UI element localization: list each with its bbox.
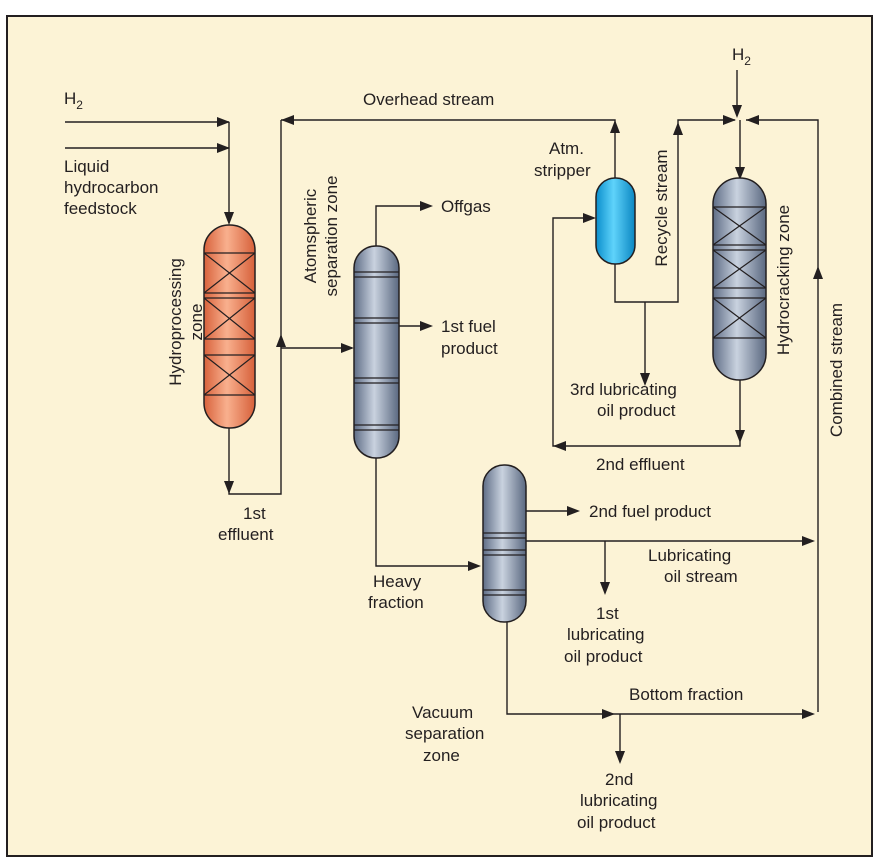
svg-text:Vacuum: Vacuum (412, 703, 473, 722)
svg-text:1st: 1st (243, 504, 266, 523)
diagram-background (6, 15, 873, 857)
second-fuel-product-label: 2nd fuel product (589, 502, 711, 521)
svg-text:lubricating: lubricating (580, 791, 658, 810)
first-fuel-product-label: 1st fuel product (441, 317, 498, 358)
hydroprocessing-reactor (203, 224, 256, 429)
combined-stream-label: Combined stream (827, 303, 846, 437)
svg-text:lubricating: lubricating (567, 625, 645, 644)
svg-text:product: product (441, 339, 498, 358)
hydrocracking-reactor (712, 177, 767, 381)
svg-text:zone: zone (187, 304, 206, 341)
svg-text:fraction: fraction (368, 593, 424, 612)
atmospheric-stripper (595, 177, 636, 265)
vacuum-separation-zone-label: Vacuum separation zone (405, 703, 484, 765)
svg-text:Lubricating: Lubricating (648, 546, 731, 565)
first-lube-product-label: 1st lubricating oil product (564, 604, 645, 666)
bottom-fraction-label: Bottom fraction (629, 685, 743, 704)
svg-text:separation: separation (405, 724, 484, 743)
svg-text:Atm.: Atm. (549, 139, 584, 158)
third-lube-product-label: 3rd lubricating oil product (570, 380, 677, 420)
feedstock-label: Liquid hydrocarbon feedstock (64, 157, 159, 218)
svg-text:1st fuel: 1st fuel (441, 317, 496, 336)
h2-right-label: H2 (732, 45, 751, 68)
overhead-stream-label: Overhead stream (363, 90, 494, 109)
hydrocracking-zone-label: Hydrocracking zone (774, 205, 793, 355)
first-effluent-label: 1st effluent (218, 504, 274, 544)
svg-text:oil product: oil product (564, 647, 643, 666)
atmospheric-separation-zone-label: Atomspheric separation zone (301, 176, 341, 297)
svg-text:hydrocarbon: hydrocarbon (64, 178, 159, 197)
svg-text:feedstock: feedstock (64, 199, 137, 218)
heavy-fraction-label: Heavy fraction (368, 572, 424, 612)
svg-text:1st: 1st (596, 604, 619, 623)
svg-text:effluent: effluent (218, 525, 274, 544)
svg-text:3rd lubricating: 3rd lubricating (570, 380, 677, 399)
svg-text:Heavy: Heavy (373, 572, 422, 591)
recycle-stream-label: Recycle stream (652, 149, 671, 266)
flow-arrows (217, 105, 823, 764)
svg-text:oil product: oil product (597, 401, 676, 420)
svg-text:2nd: 2nd (605, 770, 633, 789)
offgas-label: Offgas (441, 197, 491, 216)
second-effluent-label: 2nd effluent (596, 455, 685, 474)
second-lube-product-label: 2nd lubricating oil product (577, 770, 658, 832)
atm-stripper-label: Atm. stripper (534, 139, 591, 180)
svg-text:Hydroprocessing: Hydroprocessing (166, 258, 185, 386)
atmospheric-column (353, 245, 400, 459)
svg-text:Liquid: Liquid (64, 157, 109, 176)
vacuum-column (482, 464, 527, 623)
svg-text:Atomspheric: Atomspheric (301, 188, 320, 283)
svg-text:oil product: oil product (577, 813, 656, 832)
flow-lines (65, 70, 819, 752)
svg-text:stripper: stripper (534, 161, 591, 180)
hydroprocessing-zone-label: Hydroprocessing zone (166, 258, 206, 386)
svg-text:separation zone: separation zone (322, 176, 341, 297)
svg-text:oil stream: oil stream (664, 567, 738, 586)
h2-left-label: H2 (64, 89, 83, 112)
lube-oil-stream-label: Lubricating oil stream (648, 546, 738, 586)
svg-text:zone: zone (423, 746, 460, 765)
